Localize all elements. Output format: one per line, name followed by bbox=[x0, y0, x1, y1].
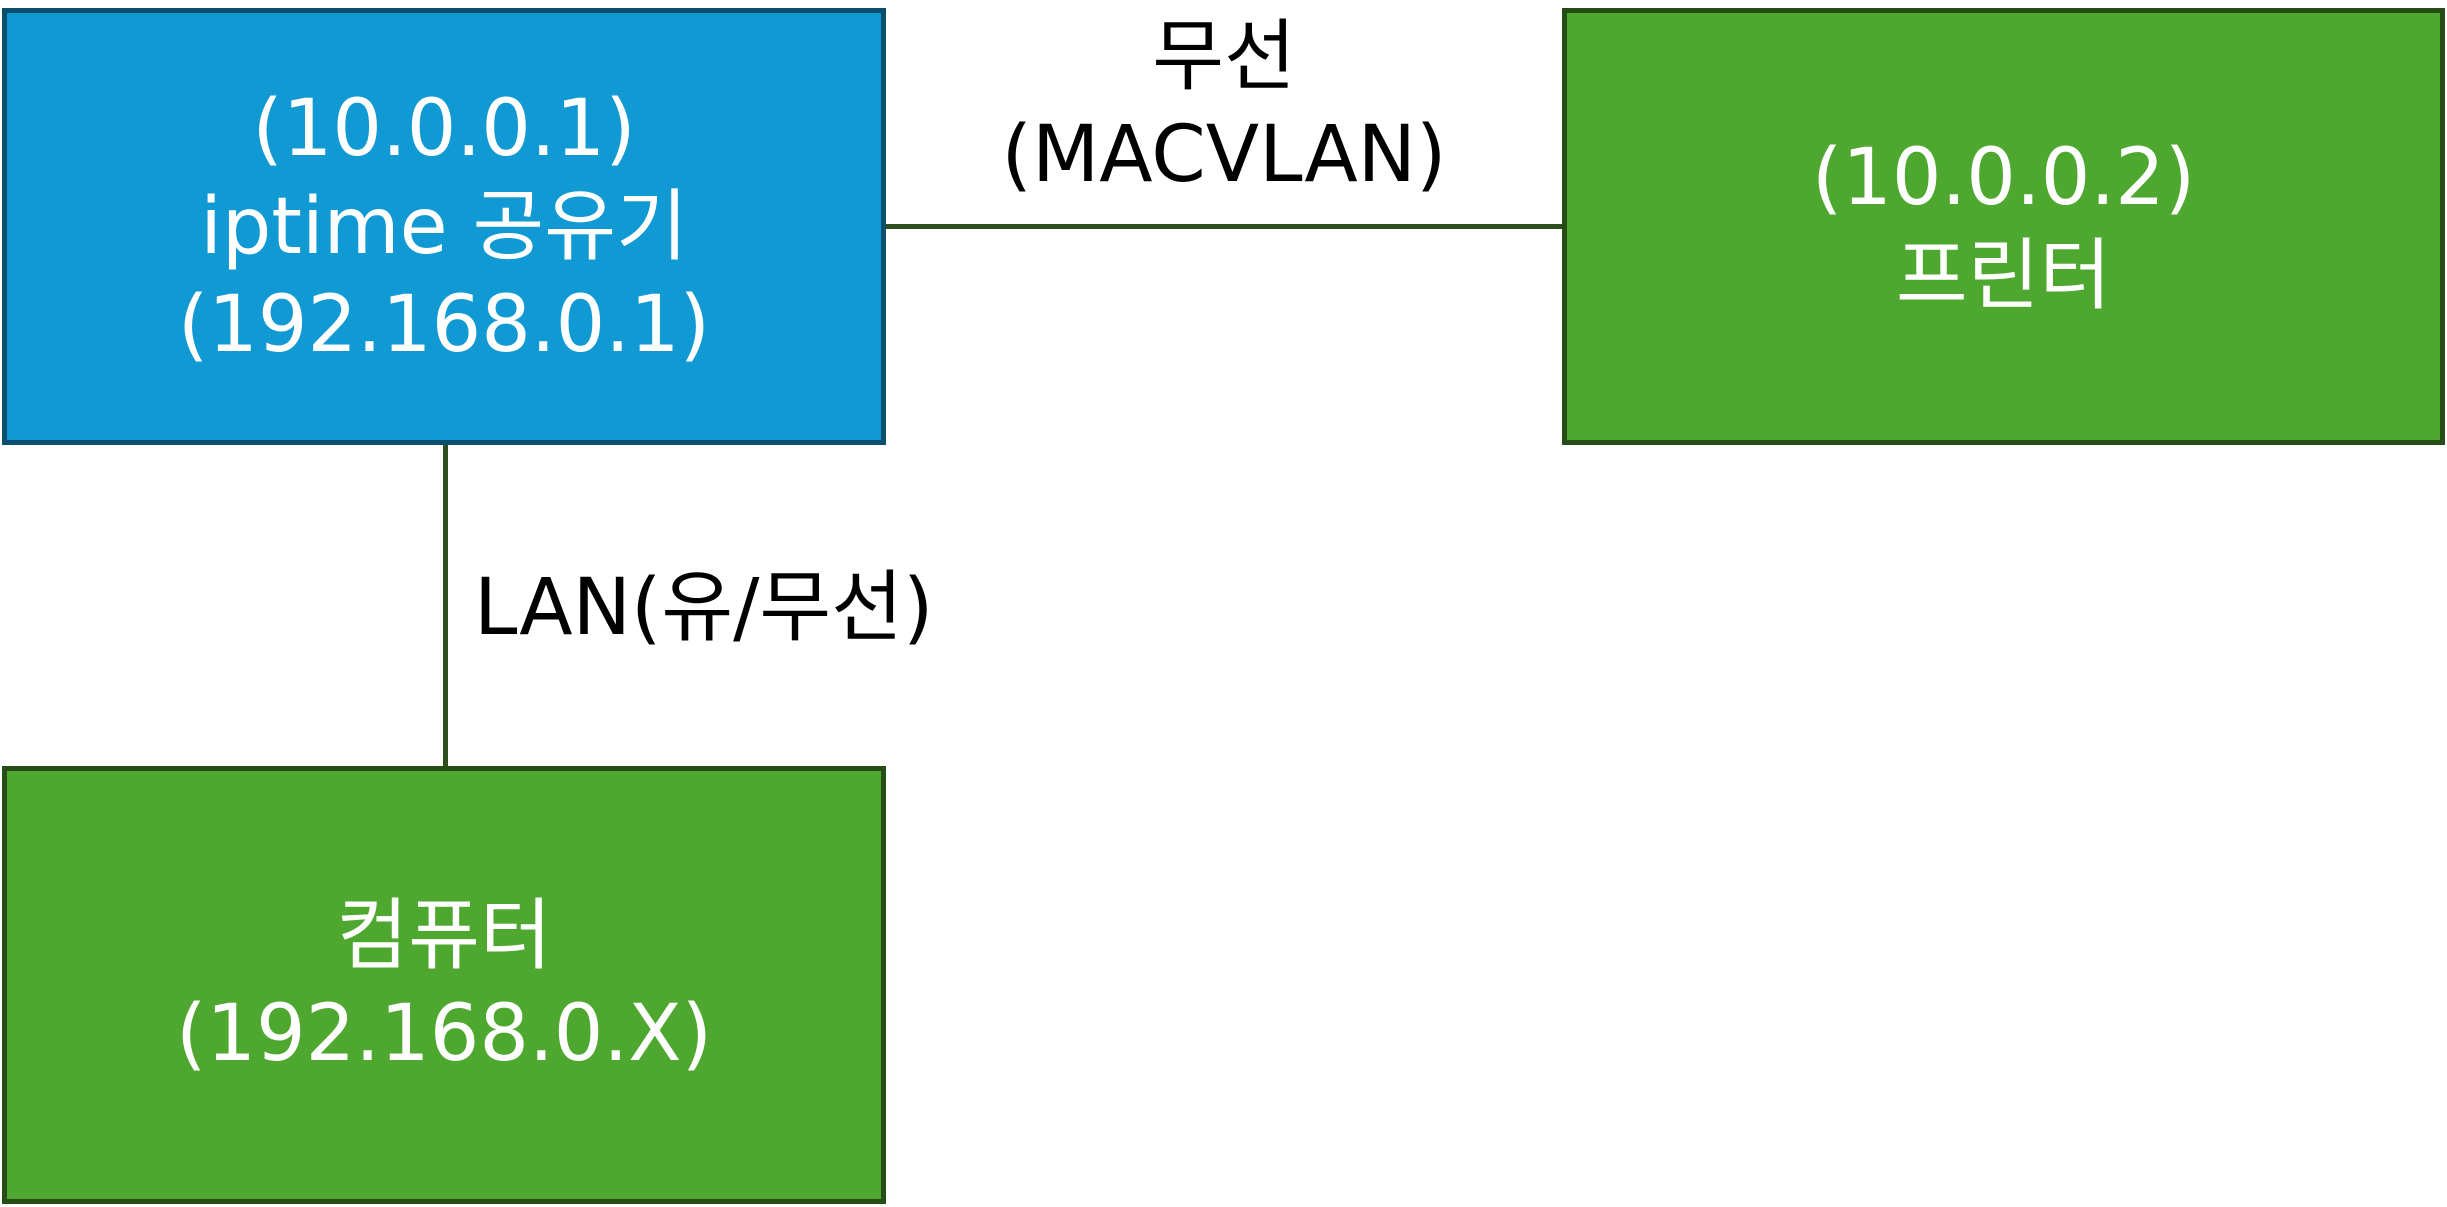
router-computer-link bbox=[443, 445, 448, 766]
wireless-link-label: 무선 (MACVLAN) bbox=[1000, 8, 1448, 204]
router-printer-link bbox=[886, 224, 1562, 229]
computer-ip: (192.168.0.X) bbox=[175, 989, 713, 1079]
router-name: iptime 공유기 bbox=[200, 181, 688, 272]
router-ip-10-net: (10.0.0.1) bbox=[252, 83, 636, 174]
lan-link-label: LAN(유/무선) bbox=[474, 563, 934, 653]
wireless-link-mode: (MACVLAN) bbox=[1001, 110, 1447, 200]
computer-node: 컴퓨터 (192.168.0.X) bbox=[2, 766, 886, 1204]
computer-name: 컴퓨터 bbox=[336, 891, 552, 981]
wireless-link-type: 무선 bbox=[1152, 12, 1296, 102]
router-ip-192-net: (192.168.0.1) bbox=[177, 279, 711, 370]
printer-ip: (10.0.0.2) bbox=[1811, 132, 2196, 223]
router-node: (10.0.0.1) iptime 공유기 (192.168.0.1) bbox=[2, 8, 886, 445]
printer-name: 프린터 bbox=[1895, 230, 2112, 321]
printer-node: (10.0.0.2) 프린터 bbox=[1562, 8, 2445, 445]
